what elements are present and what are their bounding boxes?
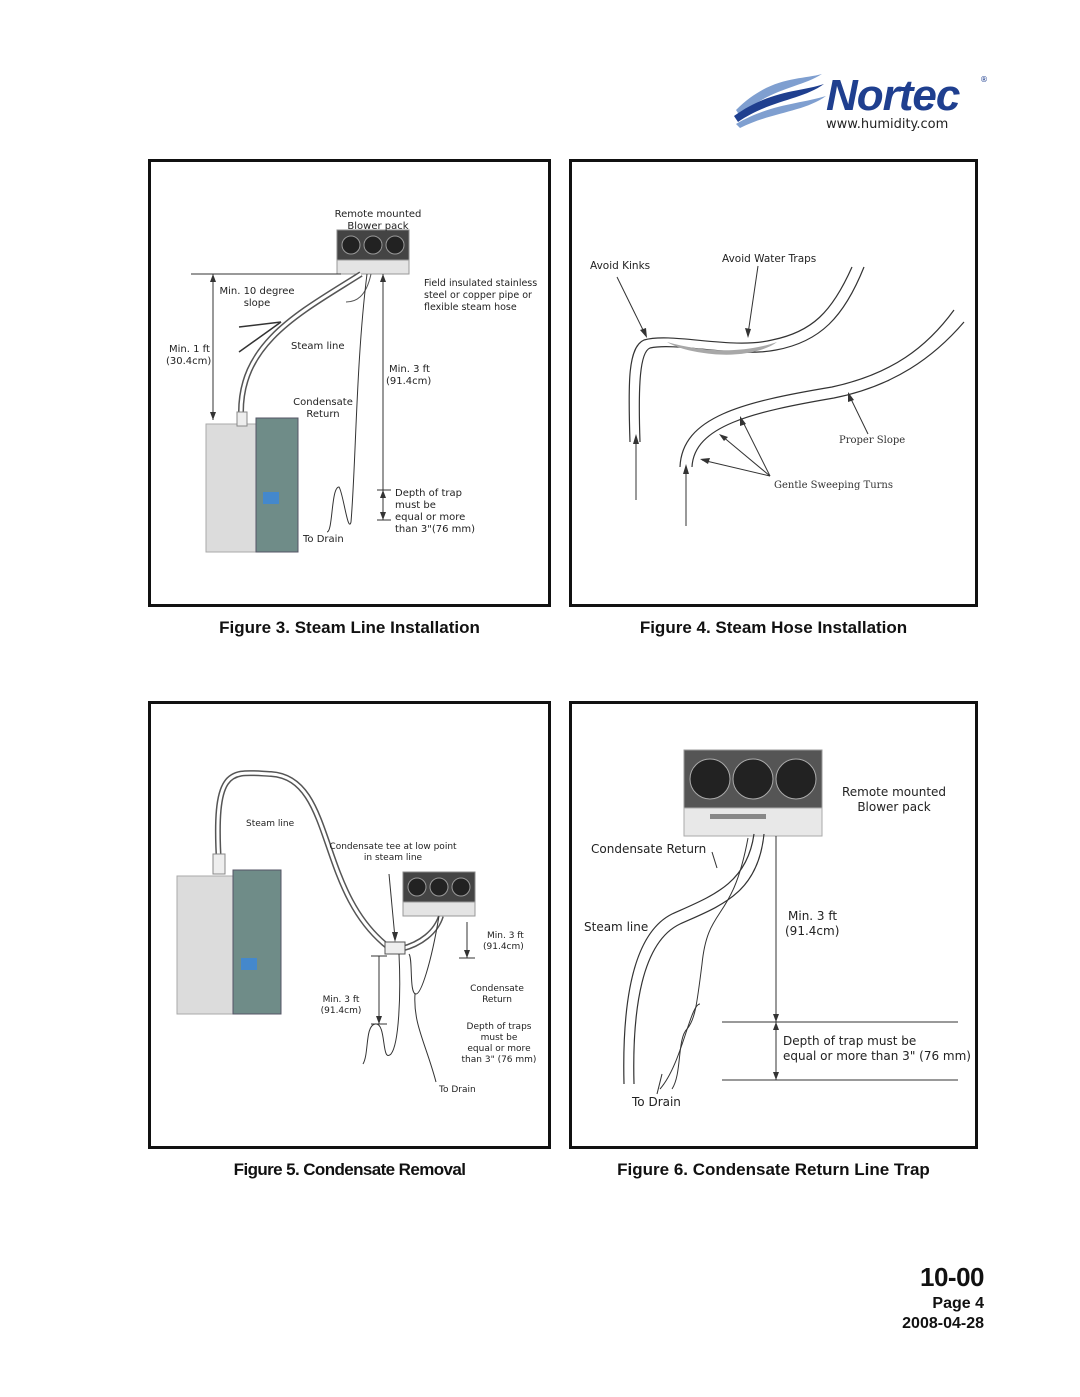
label-proper-slope: Proper Slope xyxy=(839,435,905,446)
label-trap-2: equal or more than 3" (76 mm) xyxy=(783,1049,971,1063)
label-trap-1: Depth of trap must be xyxy=(783,1034,916,1048)
label-avoid-kinks: Avoid Kinks xyxy=(590,260,650,272)
label-traps-4: than 3" (76 mm) xyxy=(462,1055,537,1065)
label-field-2: steel or copper pipe or xyxy=(424,290,532,301)
label-cond-1: Condensate xyxy=(470,984,524,994)
label-min1-1: Min. 1 ft xyxy=(169,344,210,355)
label-slope-2: slope xyxy=(244,298,271,309)
wave-icon xyxy=(734,74,826,128)
label-blower-2: Blower pack xyxy=(347,221,408,232)
page-date: 2008-04-28 xyxy=(902,1315,984,1332)
nortec-logo: Nortec ® xyxy=(734,71,988,128)
humidifier-unit xyxy=(176,853,282,1015)
label-avoid-water-traps: Avoid Water Traps xyxy=(722,253,816,265)
label-trap-1: Depth of trap xyxy=(395,488,462,499)
label-tee-2: in steam line xyxy=(364,853,423,863)
label-min3-2: (91.4cm) xyxy=(386,376,431,387)
label-min3-2: (91.4cm) xyxy=(785,924,839,938)
label-min3-1: Min. 3 ft xyxy=(788,909,837,923)
label-min3-1: Min. 3 ft xyxy=(389,364,430,375)
figure-6-panel: Remote mounted Blower pack Condensate Re… xyxy=(569,701,978,1149)
label-cond-2: Return xyxy=(482,995,512,1005)
label-steam-line: Steam line xyxy=(291,341,345,352)
label-cond-2: Return xyxy=(306,409,339,420)
label-tee-1: Condensate tee at low point xyxy=(329,842,457,852)
brand-name: Nortec xyxy=(826,71,960,120)
label-min3a-1: Min. 3 ft xyxy=(487,931,524,941)
blower-pack xyxy=(683,749,823,837)
document-code: 10-00 xyxy=(920,1262,985,1292)
humidifier-unit xyxy=(205,411,299,553)
label-min3a-2: (91.4cm) xyxy=(483,942,524,952)
label-blower-1: Remote mounted xyxy=(335,209,422,220)
figure-4-drawing: Avoid Kinks Avoid Water Traps Proper Slo… xyxy=(590,253,965,526)
figure-5-panel: Steam line Condensate tee at low point i… xyxy=(148,701,551,1149)
label-min1-2: (30.4cm) xyxy=(166,356,211,367)
blower-pack xyxy=(336,229,410,275)
label-field-1: Field insulated stainless xyxy=(424,278,537,289)
figure-3-caption: Figure 3. Steam Line Installation xyxy=(219,618,480,637)
label-field-3: flexible steam hose xyxy=(424,302,517,313)
label-traps-3: equal or more xyxy=(467,1044,531,1054)
label-steam-line: Steam line xyxy=(246,819,295,829)
label-blower-1: Remote mounted xyxy=(842,785,946,799)
label-drain: To Drain xyxy=(631,1095,681,1109)
figure-6-drawing: Remote mounted Blower pack Condensate Re… xyxy=(584,749,971,1109)
label-traps-1: Depth of traps xyxy=(467,1022,532,1032)
label-trap-2: must be xyxy=(395,500,436,511)
label-slope-1: Min. 10 degree xyxy=(219,286,294,297)
label-trap-4: than 3"(76 mm) xyxy=(395,524,475,535)
brand-url: www.humidity.com xyxy=(826,117,949,132)
label-drain: To Drain xyxy=(438,1085,476,1095)
figure-5-drawing: Steam line Condensate tee at low point i… xyxy=(176,770,537,1095)
figure-3-drawing: Remote mounted Blower pack Min. 10 degre… xyxy=(166,209,537,553)
figure-3-panel: Remote mounted Blower pack Min. 10 degre… xyxy=(148,159,551,607)
page-number: Page 4 xyxy=(932,1295,984,1312)
label-gentle-turns: Gentle Sweeping Turns xyxy=(774,480,893,491)
figure-5-caption: Figure 5. Condensate Removal xyxy=(233,1160,466,1179)
label-cond-1: Condensate xyxy=(293,397,353,408)
label-steam-line: Steam line xyxy=(584,920,648,934)
figure-6-caption: Figure 6. Condensate Return Line Trap xyxy=(617,1160,930,1179)
label-min3b-1: Min. 3 ft xyxy=(323,995,360,1005)
label-trap-3: equal or more xyxy=(395,512,465,523)
label-min3b-2: (91.4cm) xyxy=(321,1006,362,1016)
label-condensate-return: Condensate Return xyxy=(591,842,706,856)
label-traps-2: must be xyxy=(481,1033,518,1043)
label-blower-2: Blower pack xyxy=(857,800,930,814)
registered-mark: ® xyxy=(980,75,988,84)
label-drain: To Drain xyxy=(302,534,344,545)
figure-4-caption: Figure 4. Steam Hose Installation xyxy=(639,618,908,637)
figure-4-panel: Avoid Kinks Avoid Water Traps Proper Slo… xyxy=(569,159,978,607)
blower-pack xyxy=(402,871,476,917)
